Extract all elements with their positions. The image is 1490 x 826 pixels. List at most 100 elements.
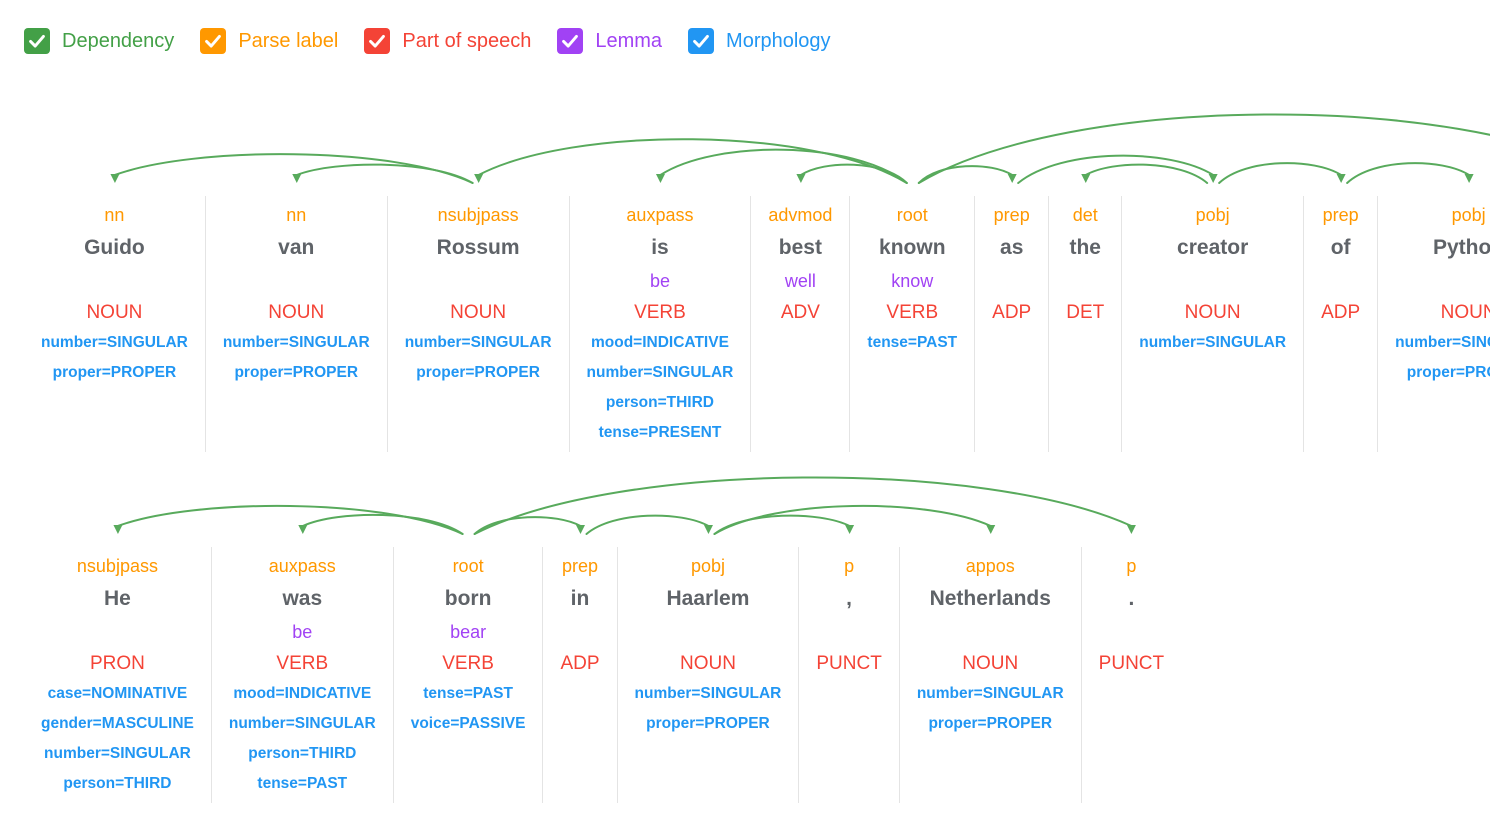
token-lemma — [41, 266, 188, 297]
parse-label: pobj — [690, 556, 725, 576]
parse-label: prep — [1322, 205, 1359, 225]
morph-attribute: number=SINGULAR — [916, 685, 1064, 702]
parse-label: p — [844, 556, 855, 576]
morph-attribute: proper=PROPER — [1406, 364, 1490, 381]
morph-attribute: mood=INDICATIVE — [590, 334, 729, 351]
token-lemma — [1395, 266, 1490, 297]
token-word: best — [778, 236, 822, 259]
parse-label: nn — [286, 205, 307, 225]
token-word: creator — [1177, 236, 1249, 259]
parse-label: pobj — [1451, 205, 1486, 225]
display-options: Dependency Parse label Part of speech Lemma… — [24, 27, 1490, 55]
token-pos: VERB — [442, 653, 494, 674]
token-word: born — [444, 587, 492, 610]
part-of-speech-checkbox-icon[interactable] — [364, 28, 391, 54]
parse-label: prep — [993, 205, 1030, 225]
dependency-arc — [116, 504, 464, 535]
dependency-arc — [917, 113, 1490, 184]
parse-label: p — [1126, 556, 1137, 576]
toggle-dependency[interactable]: Dependency — [24, 27, 174, 55]
dependency-arc — [301, 513, 464, 535]
token-pos: ADP — [560, 653, 600, 674]
token-word: Netherlands — [929, 587, 1051, 610]
morphology-checkbox-icon[interactable] — [688, 28, 715, 54]
morphology-label: Morphology — [726, 30, 831, 52]
arc-arrowhead-icon — [845, 525, 855, 534]
parse-label: auxpass — [626, 205, 694, 225]
token-pos: VERB — [886, 302, 939, 323]
dependency-arc — [1084, 163, 1209, 184]
parse-label: nsubjpass — [76, 556, 158, 576]
lemma-label: Lemma — [595, 30, 663, 52]
token-lemma: well — [784, 271, 816, 291]
token-pos: NOUN — [1184, 302, 1241, 323]
token-word: the — [1069, 236, 1101, 259]
token-lemma — [41, 617, 194, 648]
arc-arrowhead-icon — [986, 525, 996, 534]
arc-arrowhead-icon — [1208, 174, 1218, 183]
morph-attribute: number=SINGULAR — [41, 334, 188, 351]
token-lemma — [1321, 266, 1360, 297]
token-lemma: bear — [450, 622, 487, 642]
toggle-lemma[interactable]: Lemma — [557, 27, 662, 55]
morph-attribute: case=NOMINATIVE — [47, 685, 188, 702]
parse-label: root — [896, 205, 928, 225]
morph-attribute: proper=PROPER — [646, 715, 770, 732]
arc-arrowhead-icon — [292, 174, 302, 183]
dependency-arc — [477, 138, 908, 184]
token-pos: NOUN — [86, 302, 143, 323]
token-word: is — [651, 236, 669, 259]
toggle-parse-label[interactable]: Parse label — [200, 27, 338, 55]
token-pos: PUNCT — [1098, 653, 1165, 674]
token-pos: NOUN — [1440, 302, 1490, 323]
morph-attribute: number=SINGULAR — [1139, 334, 1287, 351]
morph-attribute: person=THIRD — [63, 775, 172, 792]
parse-label: nsubjpass — [437, 205, 519, 225]
lemma-checkbox-icon[interactable] — [557, 28, 584, 54]
dependency-arcs-sentence-1 — [110, 113, 1490, 184]
token-pos: DET — [1066, 302, 1105, 323]
token-word: in — [570, 587, 590, 610]
dependency-arc — [713, 504, 992, 535]
morph-attribute: number=SINGULAR — [222, 334, 370, 351]
morph-attribute: number=SINGULAR — [228, 715, 376, 732]
token-pos: ADV — [780, 302, 820, 323]
toggle-part-of-speech[interactable]: Part of speech — [364, 27, 531, 55]
toggle-morphology[interactable]: Morphology — [688, 27, 831, 55]
morph-attribute: tense=PAST — [257, 775, 348, 792]
arc-arrowhead-icon — [655, 174, 665, 183]
morph-attribute: tense=PRESENT — [598, 424, 722, 441]
dependency-checkbox-icon[interactable] — [24, 28, 50, 54]
token-word: was — [282, 587, 323, 610]
token-word: of — [1330, 236, 1351, 259]
token-pos: NOUN — [450, 302, 507, 323]
token-pos: ADP — [992, 302, 1032, 323]
parse-label: prep — [561, 556, 598, 576]
parse-label: pobj — [1195, 205, 1230, 225]
parse-label-checkbox-icon[interactable] — [200, 28, 227, 54]
arc-arrowhead-icon — [703, 525, 713, 534]
token-word: Guido — [84, 236, 145, 259]
token-lemma — [1099, 617, 1164, 648]
token-word: Haarlem — [666, 587, 750, 610]
token-pos: NOUN — [268, 302, 325, 323]
morph-attribute: number=SINGULAR — [1395, 334, 1490, 351]
parse-label: advmod — [768, 205, 833, 225]
token-pos: ADP — [1321, 302, 1361, 323]
token-word: Python — [1432, 236, 1490, 259]
token-lemma: be — [649, 271, 670, 291]
arc-arrowhead-icon — [575, 525, 585, 534]
token-pos: PUNCT — [816, 653, 882, 674]
token-lemma — [1066, 266, 1104, 297]
